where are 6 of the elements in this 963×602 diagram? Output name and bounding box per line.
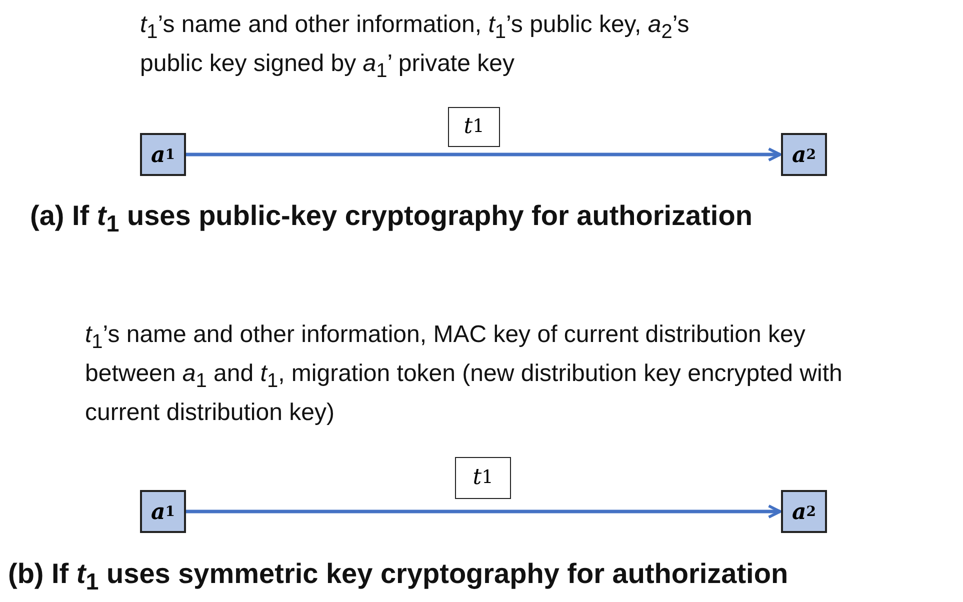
- arrow: [186, 148, 782, 162]
- arrow: [186, 504, 782, 518]
- caption: (a) If t$_{1}$ uses public-key cryptography for authorization: [30, 199, 754, 239]
- description-text: t$_{1}$’s name and other information, t$_{1}$’s public key, a$_{2}$’s public key signed by a$_{1}$’ private key: [140, 10, 690, 84]
- caption: (b) If t$_{1}$ uses symmetric key cryptography for authorization: [8, 557, 790, 597]
- description-text: t$_{1}$’s name and other information, MAC key of current distribution key between a$_{1}$ and t$_{1}$, migration token (new distribution key encrypted with current distribution key): [85, 320, 844, 428]
